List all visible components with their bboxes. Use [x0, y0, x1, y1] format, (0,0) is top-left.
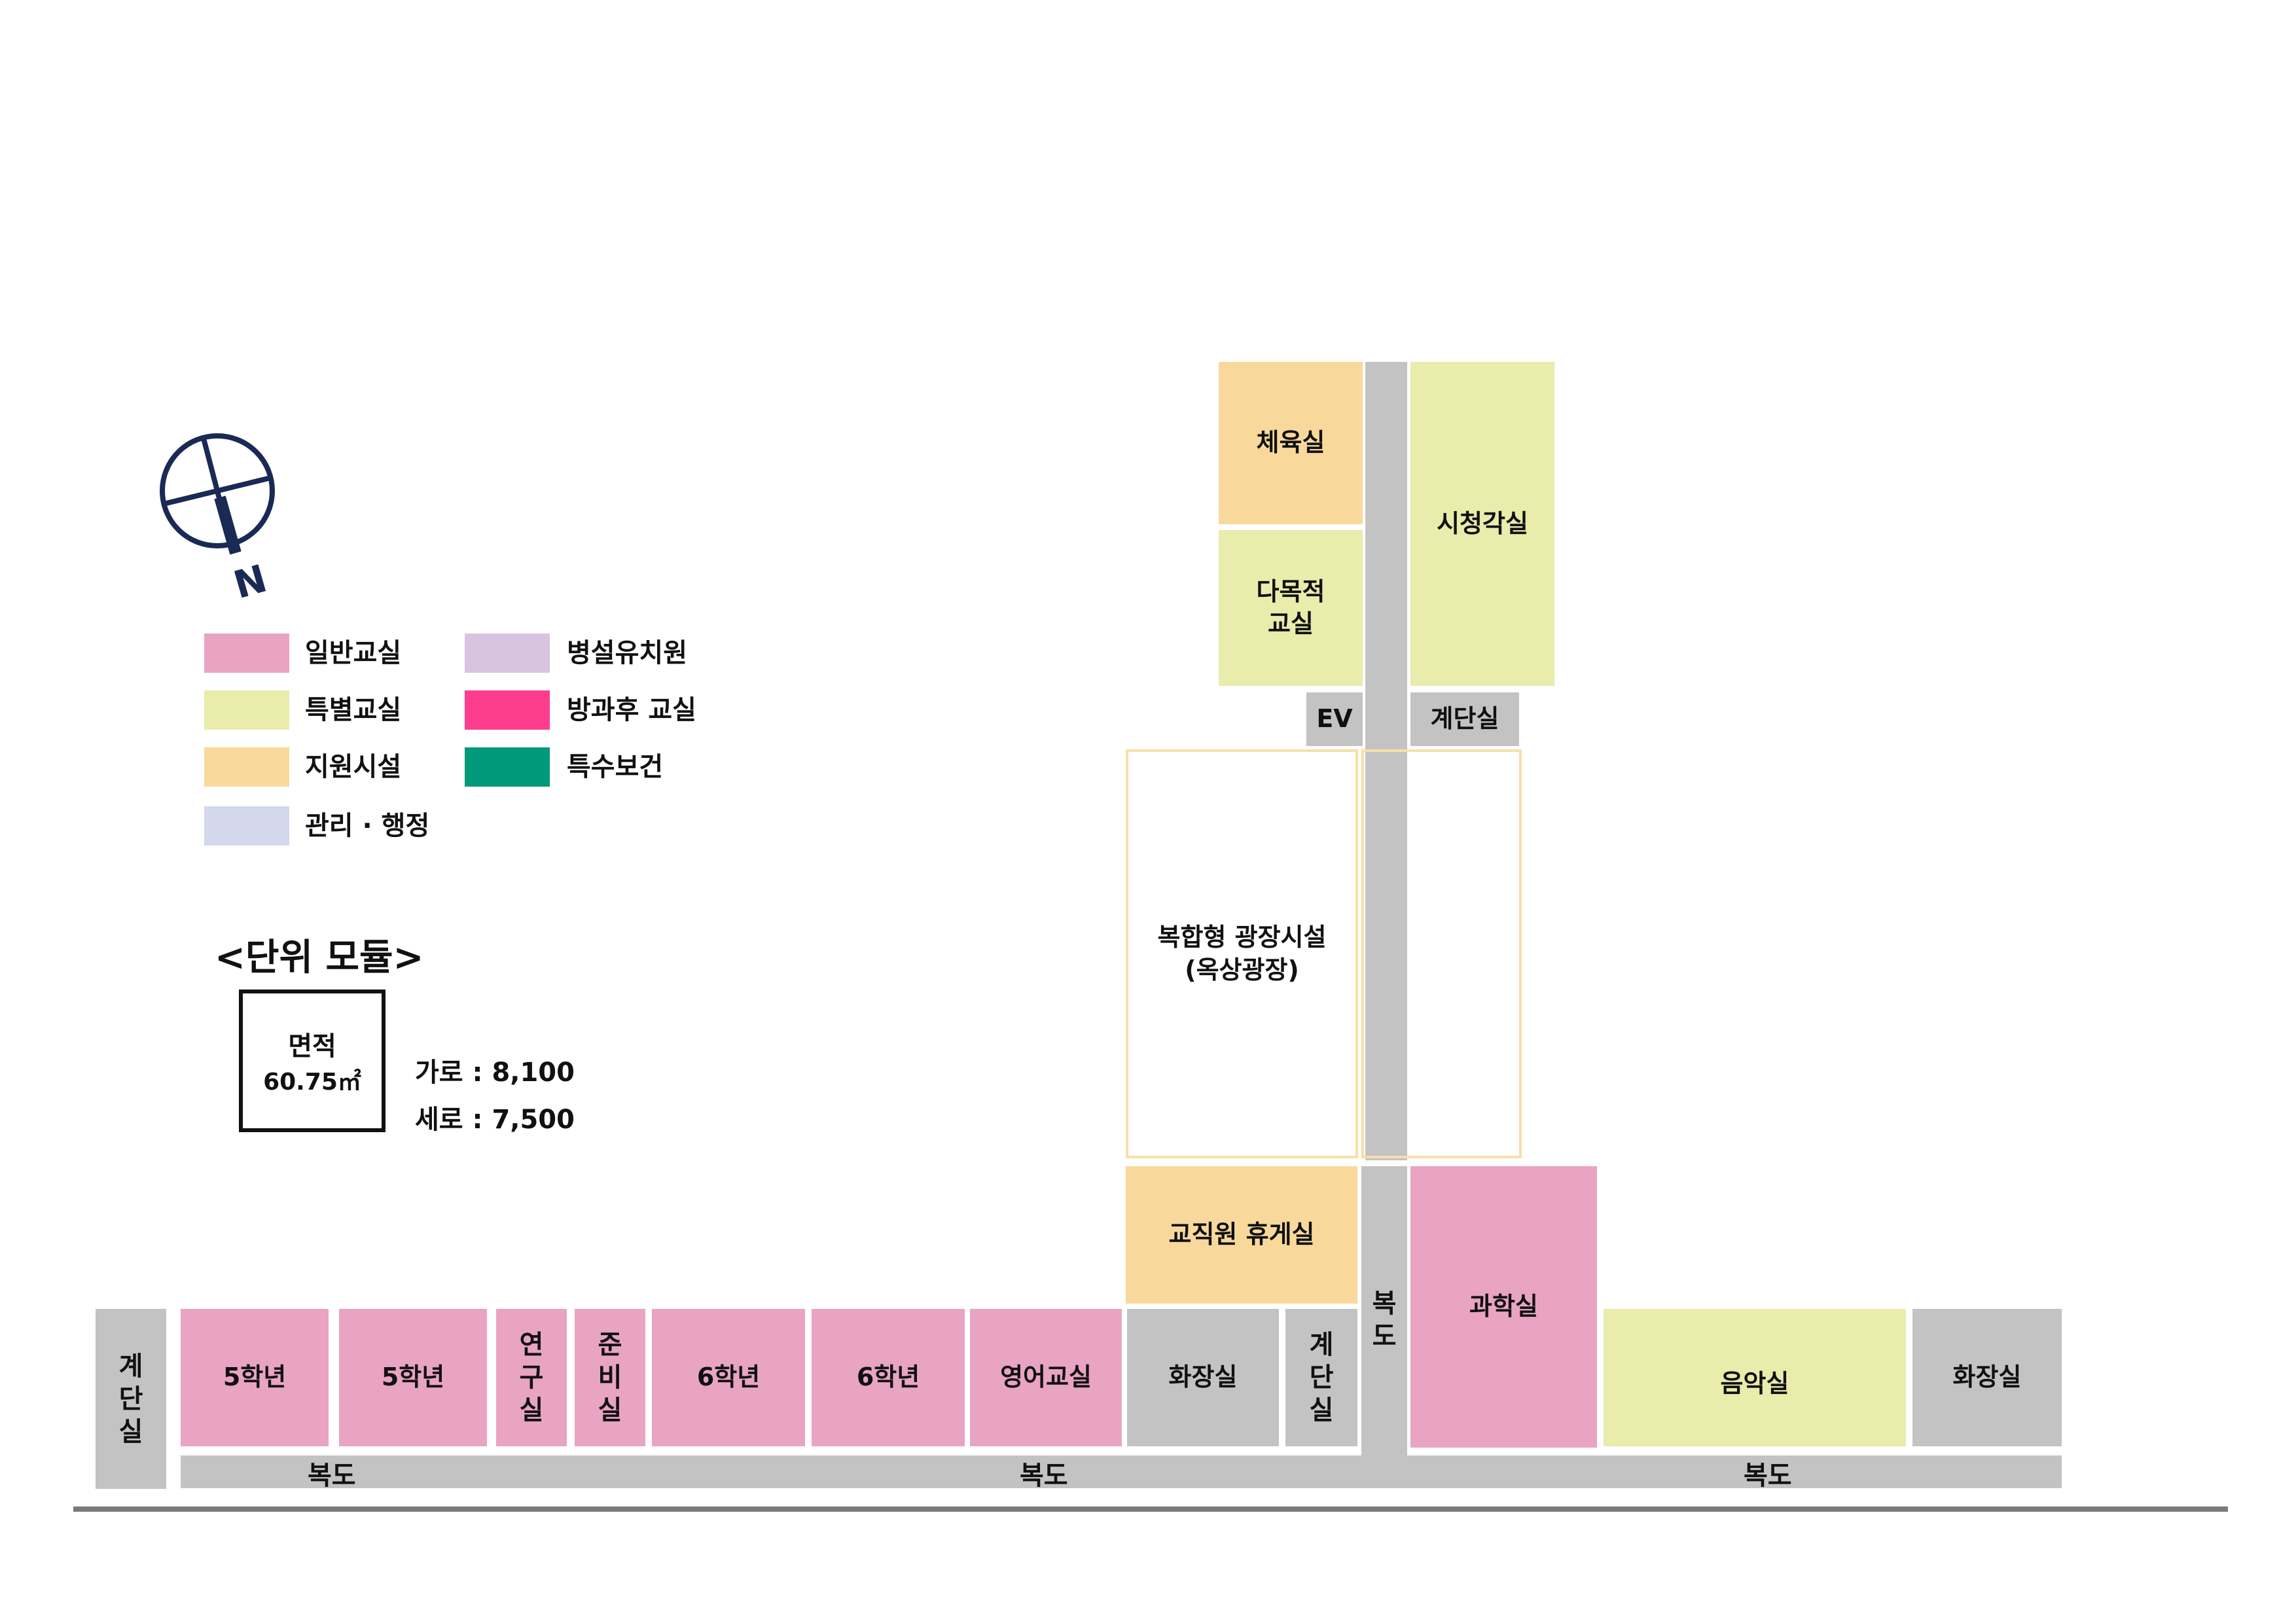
room-grade5-a: 5학년: [181, 1309, 329, 1446]
legend-swatch-kindergarten: [465, 633, 550, 673]
room-stairs-mid: 계 단 실: [1285, 1309, 1357, 1446]
corridor-label-right: 복도: [1744, 1461, 1792, 1491]
room-prep: 준 비 실: [575, 1309, 645, 1446]
module-height: 세로 : 7,500: [415, 1105, 575, 1135]
legend-swatch-general: [204, 633, 289, 673]
room-english: 영어교실: [970, 1309, 1122, 1446]
room-grade5-b: 5학년: [339, 1309, 487, 1446]
legend-swatch-support: [204, 747, 289, 787]
module-title: <단위 모듈>: [215, 936, 424, 979]
room-gym: 체육실: [1219, 362, 1363, 524]
module-box-label: 면적: [288, 1031, 336, 1061]
compass: N: [151, 425, 295, 609]
corridor-label-center: 복도: [1020, 1461, 1068, 1491]
room-science: 과학실: [1410, 1166, 1597, 1448]
corridor-label-left: 복도: [308, 1461, 356, 1491]
room-restroom-a: 화장실: [1127, 1309, 1279, 1446]
corridor-horizontal: [181, 1455, 2062, 1488]
legend-label-kindergarten: 병설유치원: [567, 638, 687, 668]
room-research: 연 구 실: [496, 1309, 567, 1446]
legend-swatch-admin: [204, 806, 289, 846]
legend-label-special-health: 특수보건: [567, 752, 664, 782]
room-staff-lounge: 교직원 휴게실: [1126, 1166, 1357, 1304]
room-ev: EV: [1306, 692, 1363, 746]
legend-label-support: 지원시설: [305, 752, 402, 782]
room-restroom-b: 화장실: [1912, 1309, 2062, 1446]
room-plaza: 복합형 광장시설 (옥상광장): [1126, 749, 1358, 1158]
room-av: 시청각실: [1410, 362, 1554, 686]
module-box-area: 60.75㎡: [263, 1069, 361, 1096]
room-stairs-top: 계단실: [1410, 692, 1519, 746]
legend-swatch-special-health: [465, 747, 550, 787]
legend-label-special: 특별교실: [305, 695, 402, 725]
legend-swatch-special: [204, 690, 289, 730]
module-box: 면적 60.75㎡: [239, 990, 386, 1132]
legend-label-general: 일반교실: [305, 638, 402, 668]
room-multipurpose: 다목적 교실: [1219, 530, 1363, 686]
room-grade6-a: 6학년: [652, 1309, 805, 1446]
room-stairs-left: 계 단 실: [96, 1309, 166, 1489]
ground-line: [73, 1507, 2228, 1512]
module-width: 가로 : 8,100: [415, 1058, 575, 1088]
corridor-vertical-upper: [1365, 362, 1407, 1160]
compass-icon: [160, 433, 275, 555]
compass-north-label: N: [228, 556, 272, 608]
legend-swatch-afterschool: [465, 690, 550, 730]
room-music: 음악실: [1604, 1309, 1906, 1446]
plaza-right-outline: [1361, 749, 1522, 1158]
legend-label-admin: 관리 · 행정: [305, 811, 430, 841]
legend-label-afterschool: 방과후 교실: [567, 695, 696, 725]
corridor-vertical-label: 복 도: [1361, 1166, 1407, 1457]
room-grade6-b: 6학년: [812, 1309, 965, 1446]
